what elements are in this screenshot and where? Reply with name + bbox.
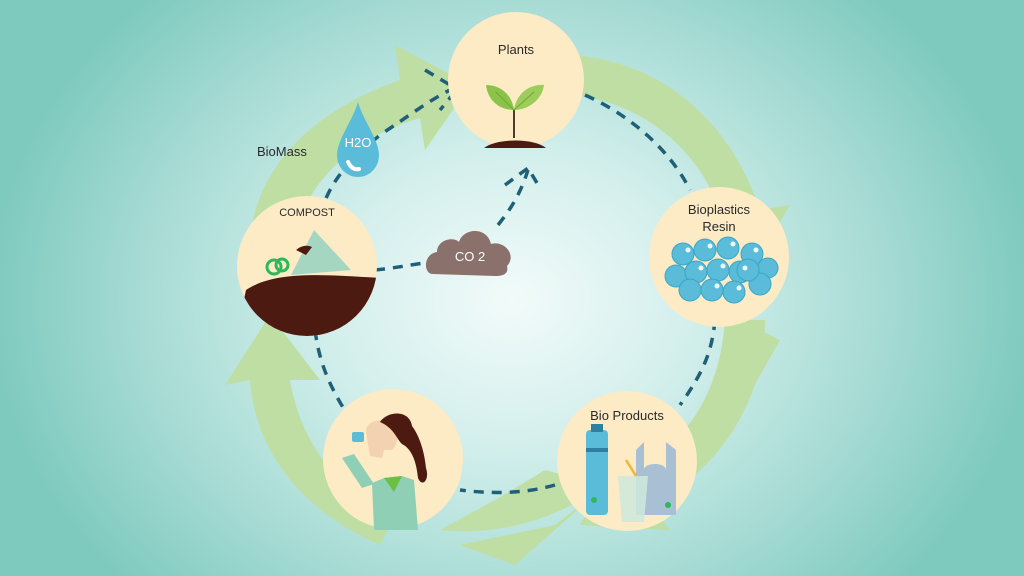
bottle-cup-bag-icon	[586, 424, 676, 522]
node-products: Bio Products	[556, 390, 698, 532]
consumer-circle	[323, 389, 463, 530]
compost-soil-icon	[237, 230, 377, 336]
plants-label: Plants	[497, 42, 535, 57]
biomass-label: BioMass	[257, 144, 307, 159]
water-drop-icon	[337, 102, 379, 177]
co2-cloud: CO 2	[425, 222, 515, 278]
plants-circle	[448, 12, 584, 148]
products-label: Bio Products	[590, 408, 664, 423]
sprout-icon	[484, 84, 546, 148]
resin-label-line2: Resin	[702, 219, 736, 234]
products-circle	[557, 391, 697, 531]
node-compost: COMPOST	[236, 195, 378, 337]
resin-label-line1: Bioplastics	[687, 202, 751, 217]
compost-label: COMPOST	[279, 207, 335, 219]
arrow-consumer-to-compost	[225, 315, 395, 545]
node-consumer	[322, 388, 464, 530]
h2o-label: H2O	[344, 135, 372, 150]
h2o-drop: H2O	[333, 100, 383, 180]
resin-circle	[649, 187, 789, 327]
resin-pellets-icon	[664, 236, 779, 304]
node-resin: Bioplastics Resin	[648, 186, 790, 328]
cloud-icon	[425, 231, 511, 276]
woman-drinking-icon	[342, 413, 428, 530]
node-plants: Plants	[446, 10, 586, 150]
compost-circle	[237, 196, 377, 336]
co2-label: CO 2	[454, 249, 486, 264]
